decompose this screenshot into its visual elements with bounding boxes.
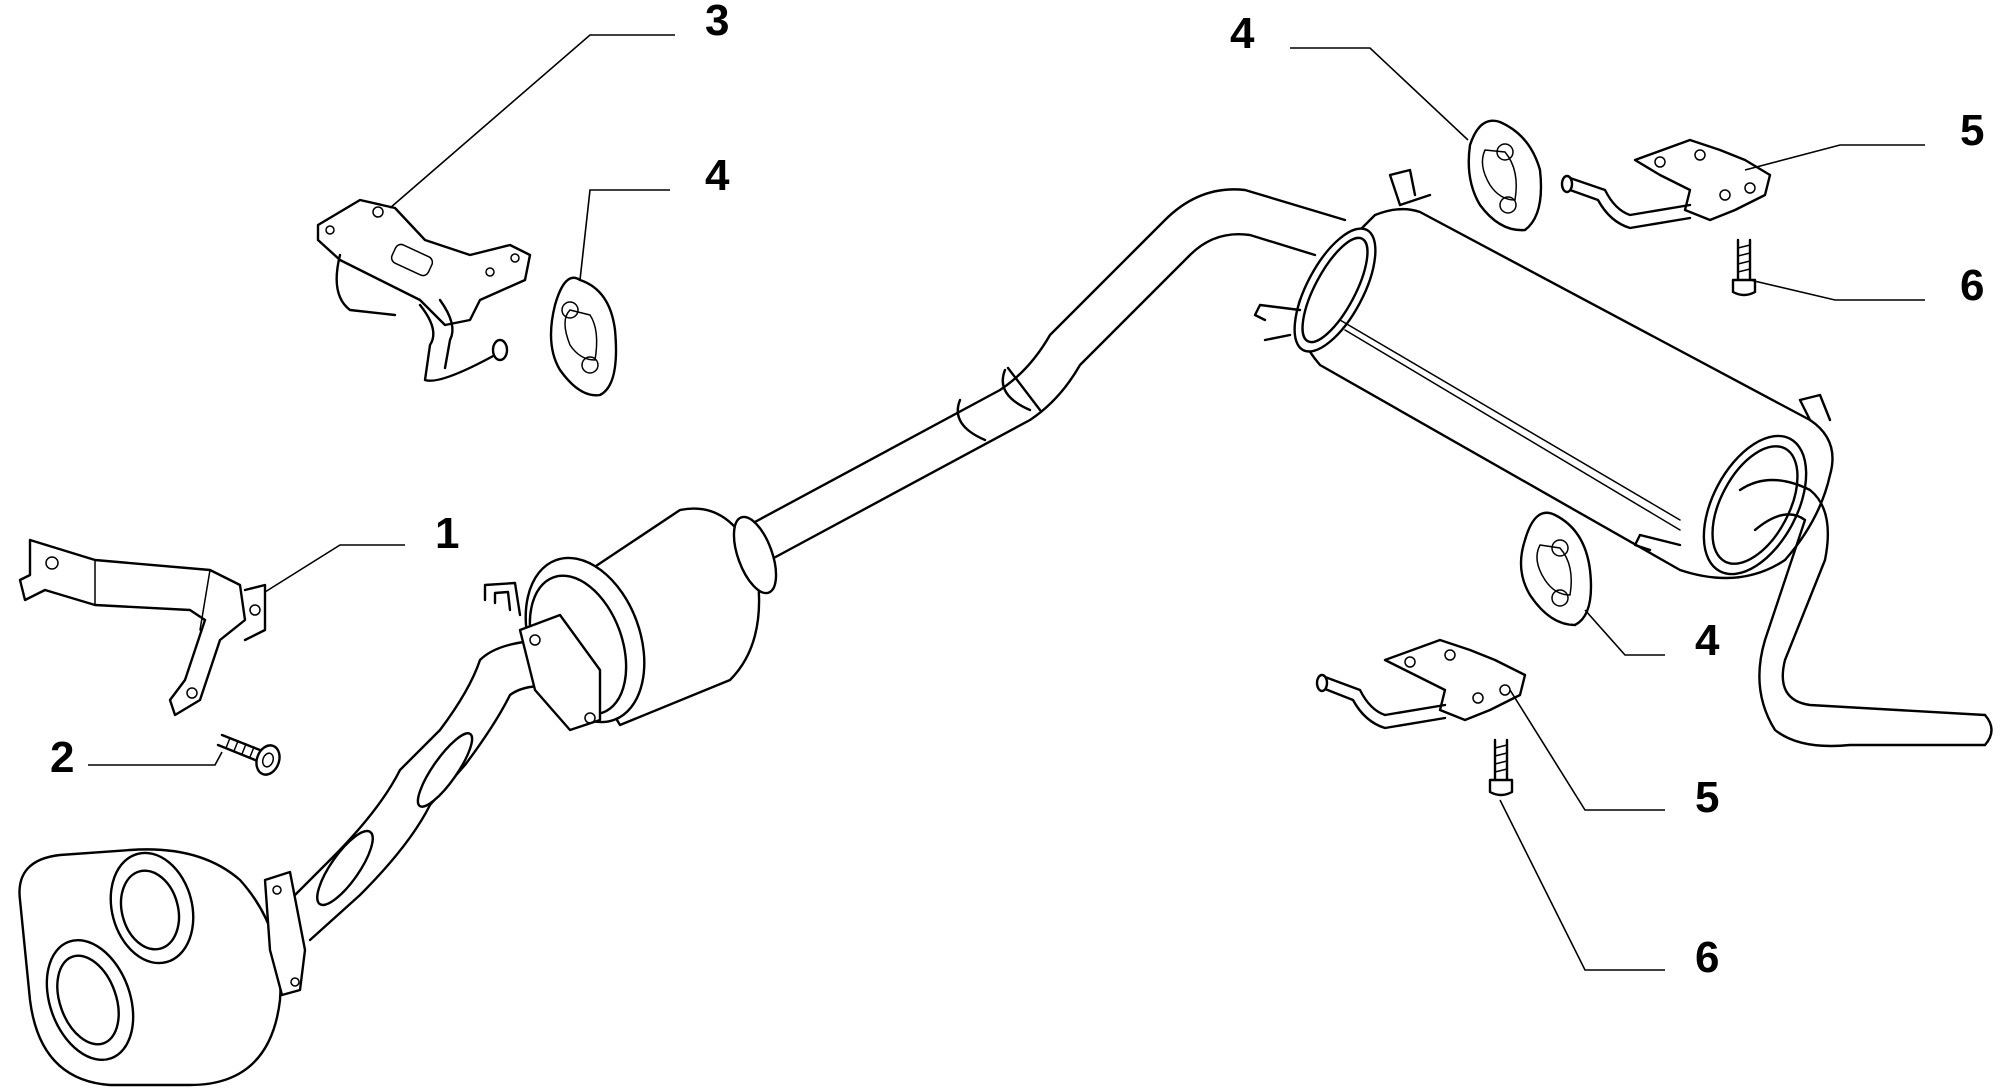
part-5-hanger-bracket-top [1560, 138, 1772, 230]
part-2-bolt [216, 733, 281, 776]
part-5-hanger-bracket-bottom [1315, 638, 1527, 730]
callout-2: 2 [50, 733, 74, 782]
part-6-bolt-bottom [1488, 738, 1514, 797]
intermediate-pipe [738, 188, 1347, 562]
front-pipe [283, 638, 577, 942]
part-4-rubber-hanger-top [1467, 119, 1543, 232]
callout-4-right: 4 [1695, 616, 1720, 665]
callout-4-left: 4 [705, 151, 730, 200]
rear-muffler [1253, 168, 1993, 748]
part-1-heat-shield [18, 538, 267, 717]
part-3-hanger-bracket [316, 198, 532, 382]
callout-3: 3 [705, 0, 729, 45]
center-silencer [483, 507, 778, 732]
callout-1: 1 [435, 509, 459, 558]
leader-lines [88, 34, 1925, 971]
callout-5-bottom: 5 [1695, 773, 1719, 822]
part-4-rubber-hanger-left [549, 276, 618, 397]
catalytic-converter [18, 848, 307, 1087]
callout-labels: 1 2 3 4 4 4 5 5 6 6 [50, 0, 1984, 982]
part-4-rubber-hanger-right [1519, 511, 1593, 627]
part-6-bolt-top [1731, 238, 1757, 297]
callout-6-top: 6 [1960, 261, 1984, 310]
callout-4-top: 4 [1230, 9, 1255, 58]
callout-6-bottom: 6 [1695, 933, 1719, 982]
callout-5-top: 5 [1960, 106, 1984, 155]
